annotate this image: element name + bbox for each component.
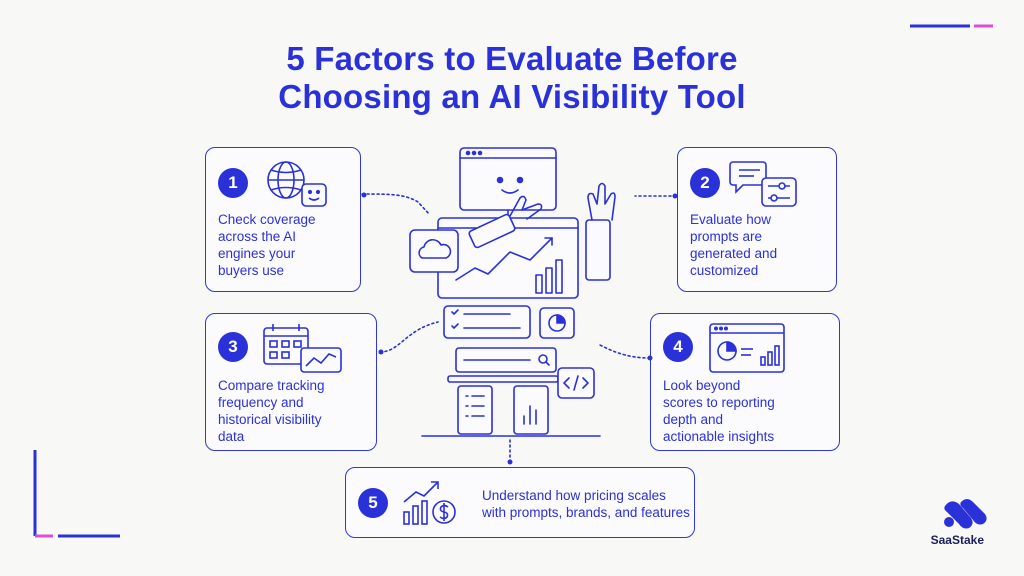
chat-settings-icon xyxy=(729,161,797,207)
pricing-growth-icon xyxy=(403,481,456,525)
factor-number-badge: 1 xyxy=(218,168,248,198)
factor-number-badge: 2 xyxy=(690,168,720,198)
calendar-chart-icon xyxy=(263,324,342,373)
title-line-1: 5 Factors to Evaluate Before xyxy=(286,40,738,77)
globe-chat-icon xyxy=(267,161,327,207)
factor-number-badge: 3 xyxy=(218,332,248,362)
factor-card-5: 5 Understand how pricing scales with pro… xyxy=(345,467,695,538)
brand-name: SaaStake xyxy=(930,533,984,547)
factor-text: Compare tracking frequency and historica… xyxy=(218,378,325,444)
corner-frame-bottom-left xyxy=(33,450,120,538)
factor-card-2: 2 Evaluate how prompts are generated and… xyxy=(677,147,837,292)
dashboard-report-icon xyxy=(709,323,785,373)
saastake-logo-icon xyxy=(944,499,987,529)
factor-text: Evaluate how prompts are generated and c… xyxy=(690,212,778,278)
factor-text: Look beyond scores to reporting depth an… xyxy=(663,378,775,444)
page-title: 5 Factors to Evaluate Before Choosing an… xyxy=(0,40,1024,116)
factor-card-3: 3 Compare tracking frequency and histori… xyxy=(205,313,377,451)
robot-dashboard-illustration xyxy=(361,147,677,463)
factor-text: Understand how pricing scales with promp… xyxy=(482,488,690,520)
factor-card-4: 4 Look beyond scores to reporting depth … xyxy=(650,313,840,451)
factor-number-badge: 4 xyxy=(663,332,693,362)
title-line-2: Choosing an AI Visibility Tool xyxy=(278,78,746,115)
factor-card-1: 1 Check coverage across the AI engines y… xyxy=(205,147,361,292)
factor-number-badge: 5 xyxy=(358,488,388,518)
corner-frame-top-right xyxy=(910,24,995,108)
factor-text: Check coverage across the AI engines you… xyxy=(218,212,316,278)
